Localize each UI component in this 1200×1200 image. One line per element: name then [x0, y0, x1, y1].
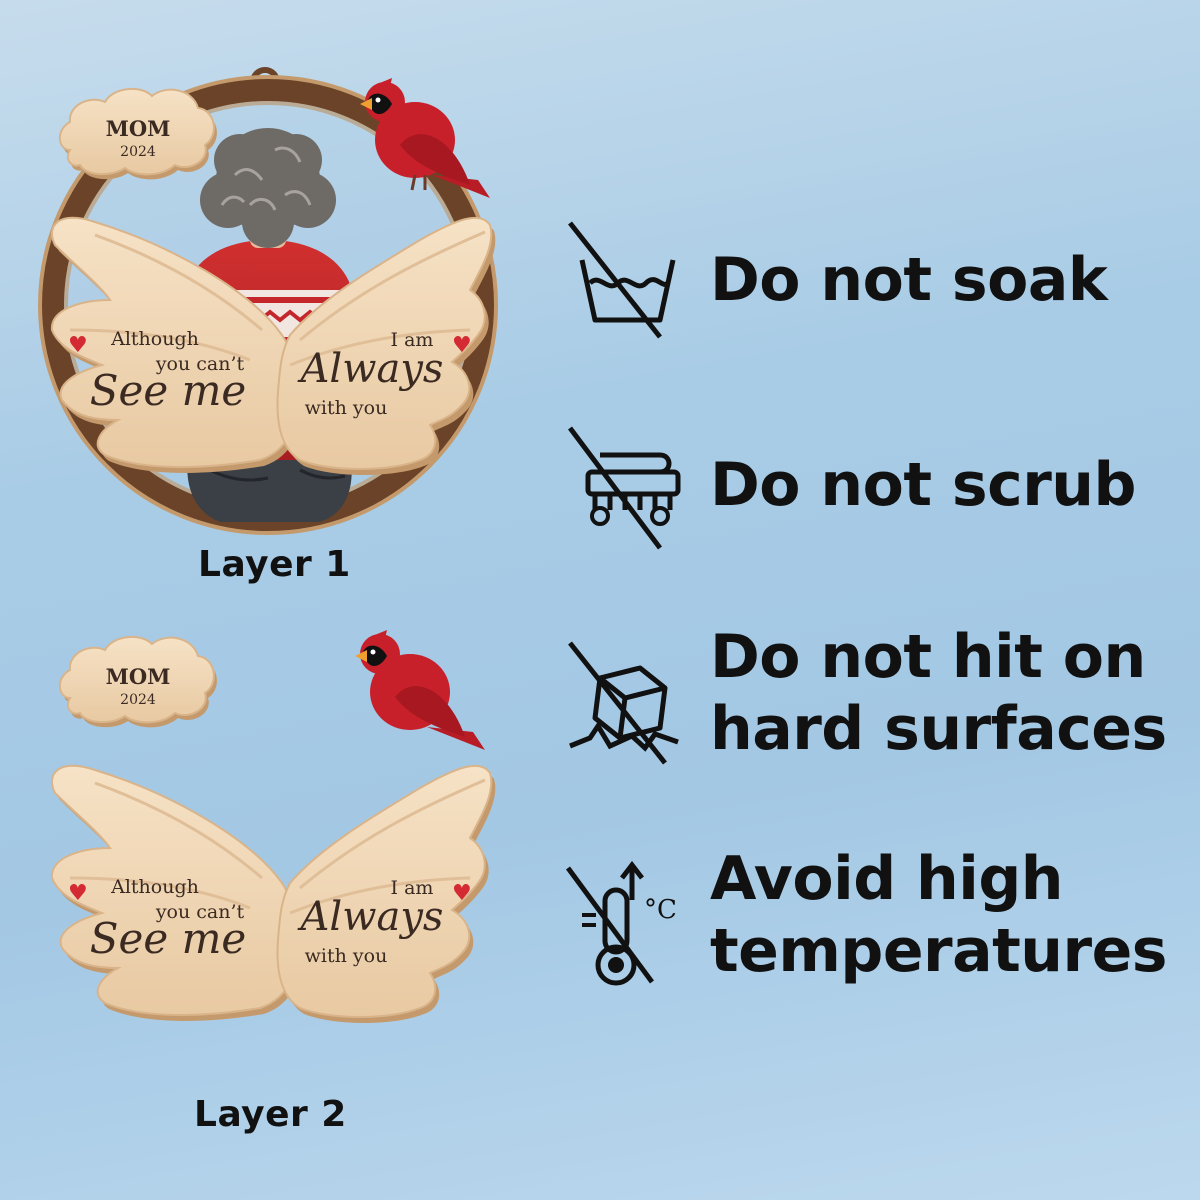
right-wing-line1: I am	[391, 329, 434, 351]
left-wing-line2: you can’t	[155, 901, 245, 923]
left-wing-script: See me	[90, 366, 247, 415]
left-wing-line1: Although	[110, 876, 199, 898]
cardinal-bird	[360, 78, 490, 198]
care-text-line1: Do not soak	[710, 245, 1108, 315]
right-wing-script: Always	[297, 894, 444, 940]
right-wing-line1: I am	[391, 877, 434, 899]
right-wing: ♥ I am Always with you	[276, 764, 496, 1023]
heart-icon: ♥	[68, 333, 88, 358]
care-text-line1: Avoid high	[710, 844, 1063, 914]
right-wing-script: Always	[297, 346, 444, 392]
care-text-line1: Do not hit on	[710, 622, 1146, 692]
layer-2-label: Layer 2	[194, 1094, 347, 1135]
badge-year: 2024	[120, 692, 156, 708]
care-item-no-soak: Do not soak	[560, 215, 1180, 345]
heart-icon: ♥	[452, 881, 472, 906]
cardinal-bird	[355, 630, 485, 750]
left-wing-line1: Although	[110, 328, 199, 350]
svg-text:°C: °C	[644, 895, 677, 925]
left-wing-script: See me	[90, 914, 247, 963]
left-wing: ♥ Although you can’t See me	[50, 216, 303, 473]
mom-badge: MOM 2024	[58, 635, 217, 728]
care-item-no-scrub: Do not scrub	[560, 420, 1180, 550]
care-text-line1: Do not scrub	[710, 450, 1136, 520]
no-soak-icon	[568, 221, 676, 339]
care-item-no-heat: °C Avoid high temperatures	[560, 840, 1180, 990]
mom-badge: MOM 2024	[58, 87, 217, 180]
layer-2-ornament: MOM 2024 ♥ Although you can’t See me	[50, 630, 496, 1023]
layer-1-label: Layer 1	[198, 544, 351, 585]
badge-title: MOM	[106, 664, 171, 689]
right-wing-line2: with you	[305, 945, 388, 967]
no-scrub-icon	[568, 426, 681, 550]
heart-icon: ♥	[452, 333, 472, 358]
right-wing-line2: with you	[305, 397, 388, 419]
layer-1-ornament: ♥ Although you can’t See me ♥ I am Alway…	[38, 67, 498, 535]
no-hit-icon	[568, 641, 679, 765]
right-wing: ♥ I am Always with you	[276, 216, 496, 475]
left-wing-line2: you can’t	[155, 353, 245, 375]
care-text-line2: temperatures	[710, 916, 1168, 986]
heart-icon: ♥	[68, 881, 88, 906]
left-wing: ♥ Although you can’t See me	[50, 764, 303, 1021]
badge-year: 2024	[120, 144, 156, 160]
badge-title: MOM	[106, 116, 171, 141]
care-text-line2: hard surfaces	[710, 694, 1167, 764]
no-heat-icon: °C	[565, 860, 677, 986]
care-item-no-hit: Do not hit on hard surfaces	[560, 618, 1180, 768]
